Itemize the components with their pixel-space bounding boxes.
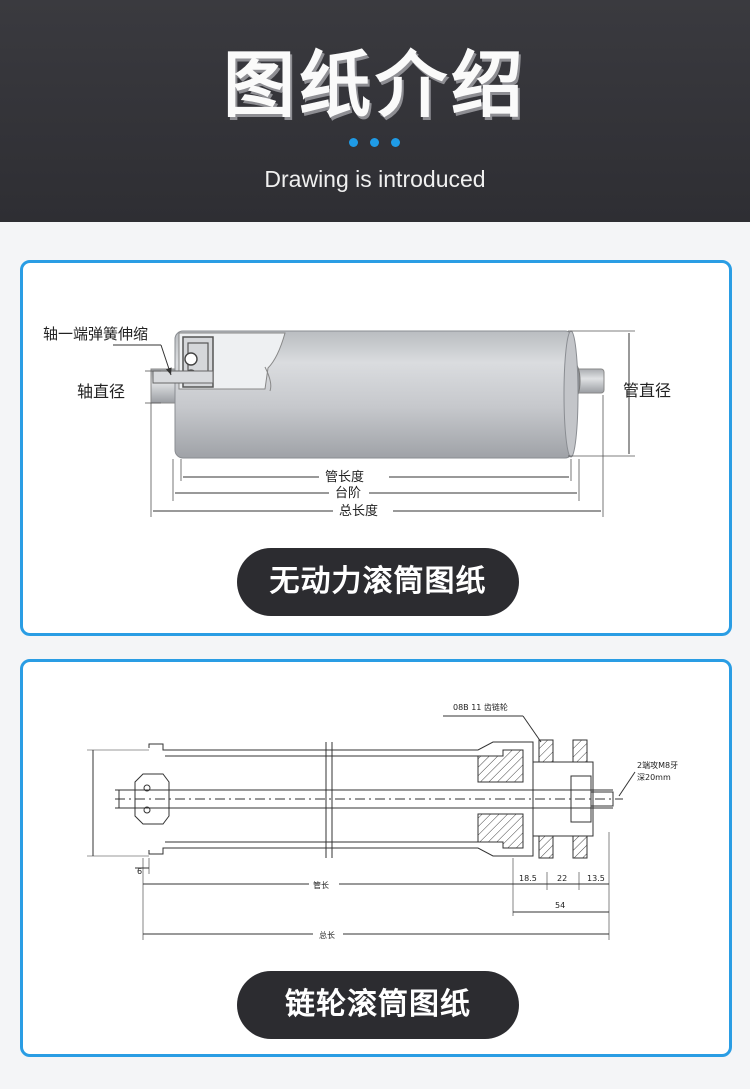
total-length-label: 总长 [319,930,335,940]
tube-diameter-label: 管直径 [623,381,671,400]
page-title: 图纸介绍 [222,43,527,127]
total-length-label: 总长度 [339,503,378,519]
thread-label-line2: 深20mm [637,773,671,782]
dim-18-5-label: 18.5 [519,874,537,883]
sprocket-label: 08B 11 齿链轮 [453,702,508,712]
step-label: 台阶 [335,486,361,501]
dot-icon [370,138,379,147]
sprocket-roller-caption: 链轮滚筒图纸 [237,971,519,1039]
header-banner: 图纸介绍 Drawing is introduced [0,0,750,222]
shaft-diameter-label: 轴直径 [77,382,125,401]
decorative-dots [349,138,400,147]
dim-6-label: 6 [137,867,142,876]
unpowered-roller-caption: 无动力滚筒图纸 [237,548,519,616]
page-subtitle: Drawing is introduced [264,166,486,192]
unpowered-roller-drawing: 轴一端弹簧伸缩 轴直径 管直径 管长度 台阶 总长度 [43,325,671,519]
dim-22-label: 22 [557,874,567,883]
tube-length-label: 管长 [313,880,329,890]
spring-label: 轴一端弹簧伸缩 [43,325,148,343]
thread-label-line1: 2端攻M8牙 [637,760,678,770]
dim-54-label: 54 [555,901,565,910]
dot-icon [391,138,400,147]
sprocket-roller-drawing: 08B 11 齿链轮 2端攻M8牙 深20mm 6 18.5 22 13.5 5… [87,702,678,940]
tube-length-label: 管长度 [325,469,364,485]
dot-icon [349,138,358,147]
sprocket-roller-card: 08B 11 齿链轮 2端攻M8牙 深20mm 6 18.5 22 13.5 5… [20,659,732,1057]
unpowered-roller-card: 轴一端弹簧伸缩 轴直径 管直径 管长度 台阶 总长度 无动力滚筒图纸 [20,260,732,636]
dim-13-5-label: 13.5 [587,874,605,883]
